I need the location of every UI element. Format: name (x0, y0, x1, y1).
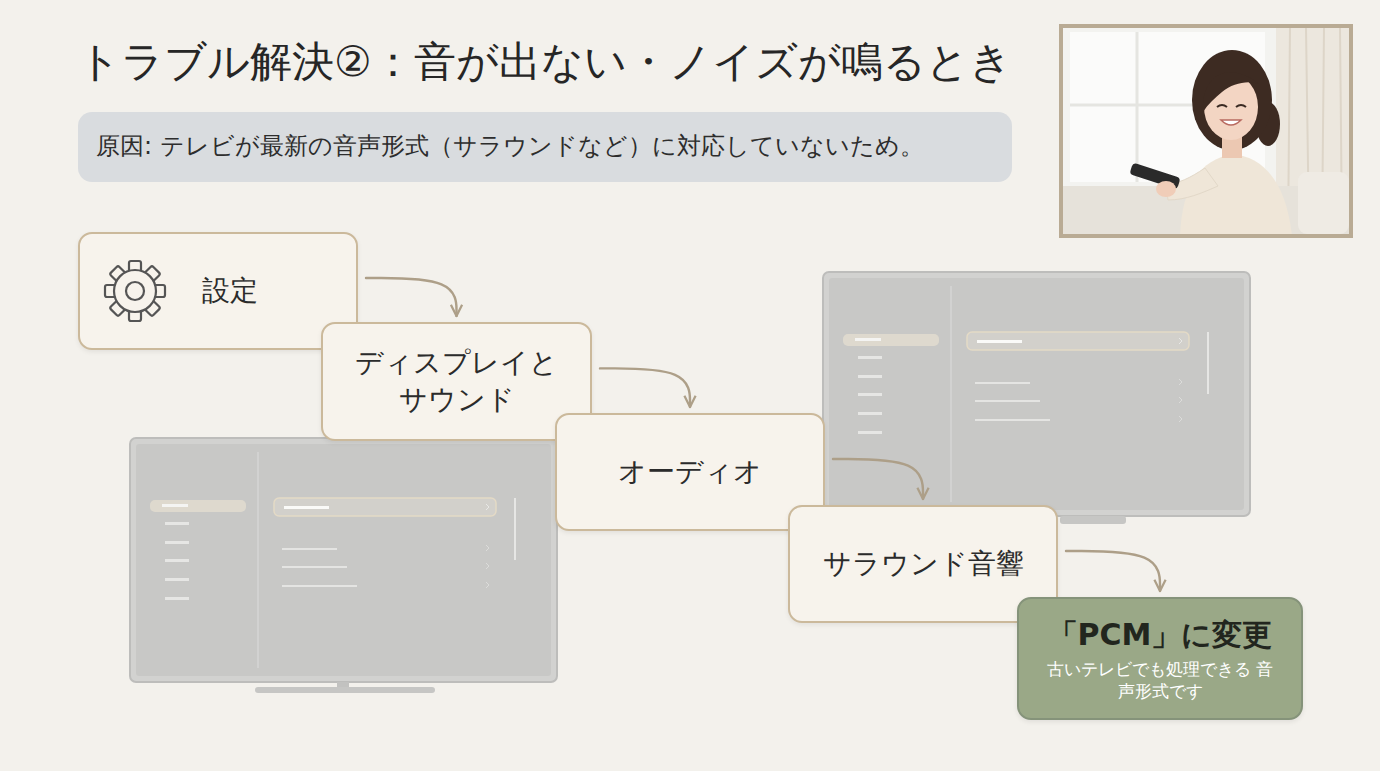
photo-illustration-part (1298, 172, 1349, 234)
flow-arrow (833, 459, 923, 499)
photo-illustration (1063, 28, 1349, 234)
step-box: オーディオ (555, 413, 825, 531)
gear-icon-part (110, 299, 128, 317)
gear-icon-part (143, 299, 161, 317)
photo-frame-part (1061, 26, 1351, 236)
flow-arrow (366, 278, 457, 316)
photo-frame (1061, 26, 1351, 236)
photo-illustration-part (1203, 72, 1259, 112)
gear-icon-part (126, 282, 144, 300)
gear-icon-part (110, 266, 128, 284)
node-label: 「PCM」に変更 (1048, 615, 1273, 654)
tv-stand (1060, 516, 1126, 524)
photo-illustration-part (1221, 120, 1241, 125)
node-label: サラウンド音響 (823, 546, 1024, 582)
slide-title: トラブル解決②：音が出ない・ノイズが鳴るとき (78, 36, 1012, 89)
photo-illustration-part (1136, 32, 1139, 182)
cause-band: 原因: テレビが最新の音声形式（サラウンドなど）に対応していないため。 (78, 112, 1012, 182)
flow-arrow (1066, 551, 1160, 591)
tv-screen (823, 272, 1250, 516)
step-box: 設定 (78, 232, 358, 350)
node-label: ディスプレイと サウンド (349, 345, 564, 418)
gear-icon-part (143, 266, 161, 284)
photo-illustration-part (1217, 105, 1246, 107)
tv-screen (130, 438, 557, 682)
gear-icon-part (105, 285, 118, 297)
tv-right (823, 272, 1250, 524)
step-box: ディスプレイと サウンド (321, 322, 592, 441)
tv-left (130, 438, 557, 693)
photo-illustration-part (1192, 50, 1272, 150)
node-label: 原因: テレビが最新の音声形式（サラウンドなど）に対応していないため。 (96, 131, 924, 162)
node-label: オーディオ (618, 454, 762, 490)
gear-icon-part (129, 308, 141, 321)
node-body: 古いテレビでも処理できる 音声形式です (1045, 658, 1275, 702)
gear-icon (105, 261, 165, 321)
gear-icon-part (152, 285, 165, 297)
gear-icon-part (129, 261, 141, 274)
result-box: 「PCM」に変更古いテレビでも処理できる 音声形式です (1017, 597, 1303, 720)
photo-illustration-part (1156, 181, 1176, 197)
tv-stand (255, 687, 435, 693)
gear-icon-part (114, 270, 156, 312)
node-label: 設定 (202, 273, 258, 309)
flow-arrow (600, 368, 690, 407)
